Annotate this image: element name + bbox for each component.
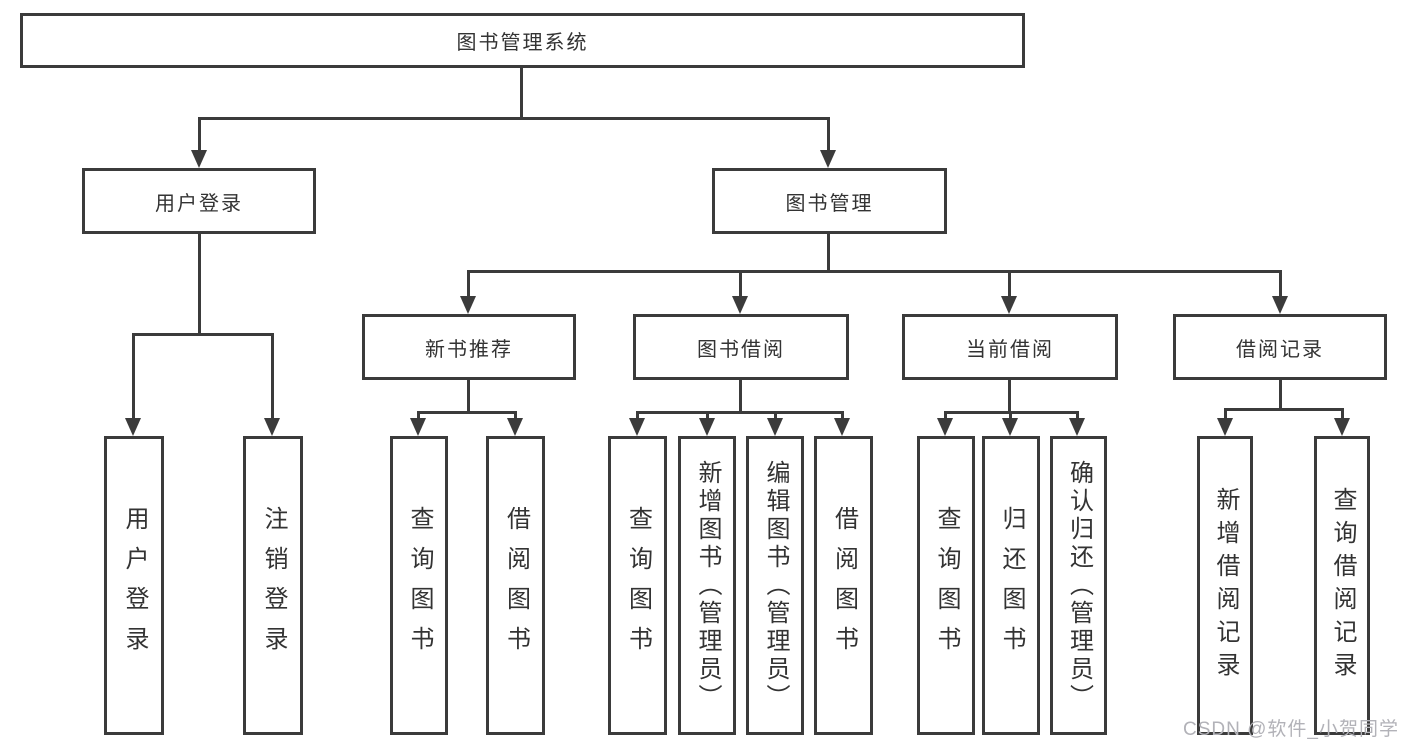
arrowhead-add-book-icon	[699, 418, 715, 436]
connector-borrow-records-rail	[1224, 408, 1344, 411]
connector-drop-query-book-3	[944, 411, 947, 418]
leaf-logout: 注销登录	[243, 436, 303, 735]
arrowhead-leaf-logout-icon	[264, 418, 280, 436]
arrowhead-user-login-icon	[191, 150, 207, 168]
leaf-query-book-borrow-label: 查询图书	[624, 505, 652, 666]
connector-drop-return-book	[1009, 411, 1012, 418]
node-root: 图书管理系统	[20, 13, 1025, 68]
connector-drop-add-record	[1224, 408, 1227, 418]
leaf-query-book-recommend: 查询图书	[390, 436, 448, 735]
arrowhead-leaf-user-login-icon	[125, 418, 141, 436]
leaf-return-book-label: 归还图书	[998, 505, 1025, 666]
connector-drop-query-book-1	[417, 411, 420, 418]
node-current-borrow: 当前借阅	[902, 314, 1118, 380]
leaf-query-borrow-record: 查询借阅记录	[1314, 436, 1370, 735]
leaf-add-borrow-record: 新增借阅记录	[1197, 436, 1253, 735]
node-current-borrow-label: 当前借阅	[966, 338, 1054, 361]
leaf-edit-book-admin-label: 编辑图书（管理员）	[762, 459, 789, 712]
arrowhead-current-borrow-icon	[1001, 296, 1017, 314]
node-borrow-records: 借阅记录	[1173, 314, 1387, 380]
leaf-query-book-borrow: 查询图书	[608, 436, 667, 735]
leaf-confirm-return-admin-label: 确认归还（管理员）	[1065, 459, 1093, 712]
connector-drop-confirm-return	[1076, 411, 1079, 418]
connector-drop-book-management	[827, 117, 830, 151]
connector-drop-leaf-user-login	[132, 333, 135, 418]
leaf-borrow-book-label: 借阅图书	[830, 505, 858, 666]
connector-book-borrow-rail	[636, 411, 844, 414]
leaf-user-login-label: 用户登录	[121, 505, 148, 666]
connector-drop-query-book-2	[636, 411, 639, 418]
connector-drop-borrow-book-2	[841, 411, 844, 418]
arrowhead-book-management-icon	[820, 150, 836, 168]
leaf-query-borrow-record-label: 查询借阅记录	[1329, 486, 1356, 685]
leaf-add-borrow-record-label: 新增借阅记录	[1212, 486, 1239, 685]
connector-drop-borrow-records	[1279, 270, 1282, 296]
arrowhead-query-book-3-icon	[937, 418, 953, 436]
arrowhead-return-book-icon	[1002, 418, 1018, 436]
connector-root-stem	[520, 68, 523, 120]
connector-root-rail	[198, 117, 830, 120]
connector-borrow-records-stem	[1279, 380, 1282, 410]
connector-drop-leaf-logout	[271, 333, 274, 418]
connector-drop-edit-book	[774, 411, 777, 418]
leaf-confirm-return-admin: 确认归还（管理员）	[1050, 436, 1107, 735]
leaf-logout-label: 注销登录	[260, 505, 287, 666]
connector-user-login-stem	[198, 234, 201, 335]
connector-drop-query-record	[1341, 408, 1344, 418]
node-book-management: 图书管理	[712, 168, 947, 234]
node-user-login-label: 用户登录	[155, 192, 243, 215]
arrowhead-edit-book-icon	[767, 418, 783, 436]
arrowhead-query-book-2-icon	[629, 418, 645, 436]
arrowhead-borrow-records-icon	[1272, 296, 1288, 314]
connector-new-book-rail	[417, 411, 517, 414]
connector-drop-book-borrow	[739, 270, 742, 296]
leaf-query-book-current: 查询图书	[917, 436, 975, 735]
node-new-book-recommend-label: 新书推荐	[425, 338, 513, 361]
arrowhead-confirm-return-icon	[1069, 418, 1085, 436]
arrowhead-query-book-1-icon	[410, 418, 426, 436]
node-root-label: 图书管理系统	[456, 32, 589, 54]
connector-drop-new-book	[467, 270, 470, 296]
connector-book-borrow-stem	[739, 380, 742, 413]
connector-drop-user-login	[198, 117, 201, 151]
arrowhead-add-record-icon	[1217, 418, 1233, 436]
arrowhead-new-book-icon	[460, 296, 476, 314]
arrowhead-borrow-book-2-icon	[834, 418, 850, 436]
leaf-borrow-book-recommend: 借阅图书	[486, 436, 545, 735]
arrowhead-borrow-book-1-icon	[507, 418, 523, 436]
arrowhead-query-record-icon	[1334, 418, 1350, 436]
leaf-return-book: 归还图书	[982, 436, 1040, 735]
leaf-borrow-book-recommend-label: 借阅图书	[502, 505, 530, 666]
leaf-query-book-recommend-label: 查询图书	[406, 505, 433, 666]
leaf-add-book-admin: 新增图书（管理员）	[678, 436, 736, 735]
connector-drop-current-borrow	[1008, 270, 1011, 296]
connector-user-login-rail	[132, 333, 274, 336]
leaf-user-login: 用户登录	[104, 436, 164, 735]
connector-book-management-rail	[467, 270, 1282, 273]
arrowhead-book-borrow-icon	[732, 296, 748, 314]
connector-drop-add-book	[706, 411, 709, 418]
csdn-watermark: CSDN @软件_小贺同学	[1183, 719, 1399, 740]
node-borrow-records-label: 借阅记录	[1236, 338, 1324, 361]
leaf-borrow-book: 借阅图书	[814, 436, 873, 735]
leaf-query-book-current-label: 查询图书	[933, 505, 960, 666]
node-book-borrow-label: 图书借阅	[697, 338, 785, 361]
connector-new-book-stem	[467, 380, 470, 413]
connector-book-management-stem	[827, 234, 830, 272]
node-user-login: 用户登录	[82, 168, 316, 234]
leaf-edit-book-admin: 编辑图书（管理员）	[746, 436, 804, 735]
leaf-add-book-admin-label: 新增图书（管理员）	[694, 459, 721, 712]
node-book-management-label: 图书管理	[785, 192, 874, 215]
node-book-borrow: 图书借阅	[633, 314, 849, 380]
connector-drop-borrow-book-1	[514, 411, 517, 418]
connector-current-borrow-stem	[1008, 380, 1011, 413]
node-new-book-recommend: 新书推荐	[362, 314, 576, 380]
